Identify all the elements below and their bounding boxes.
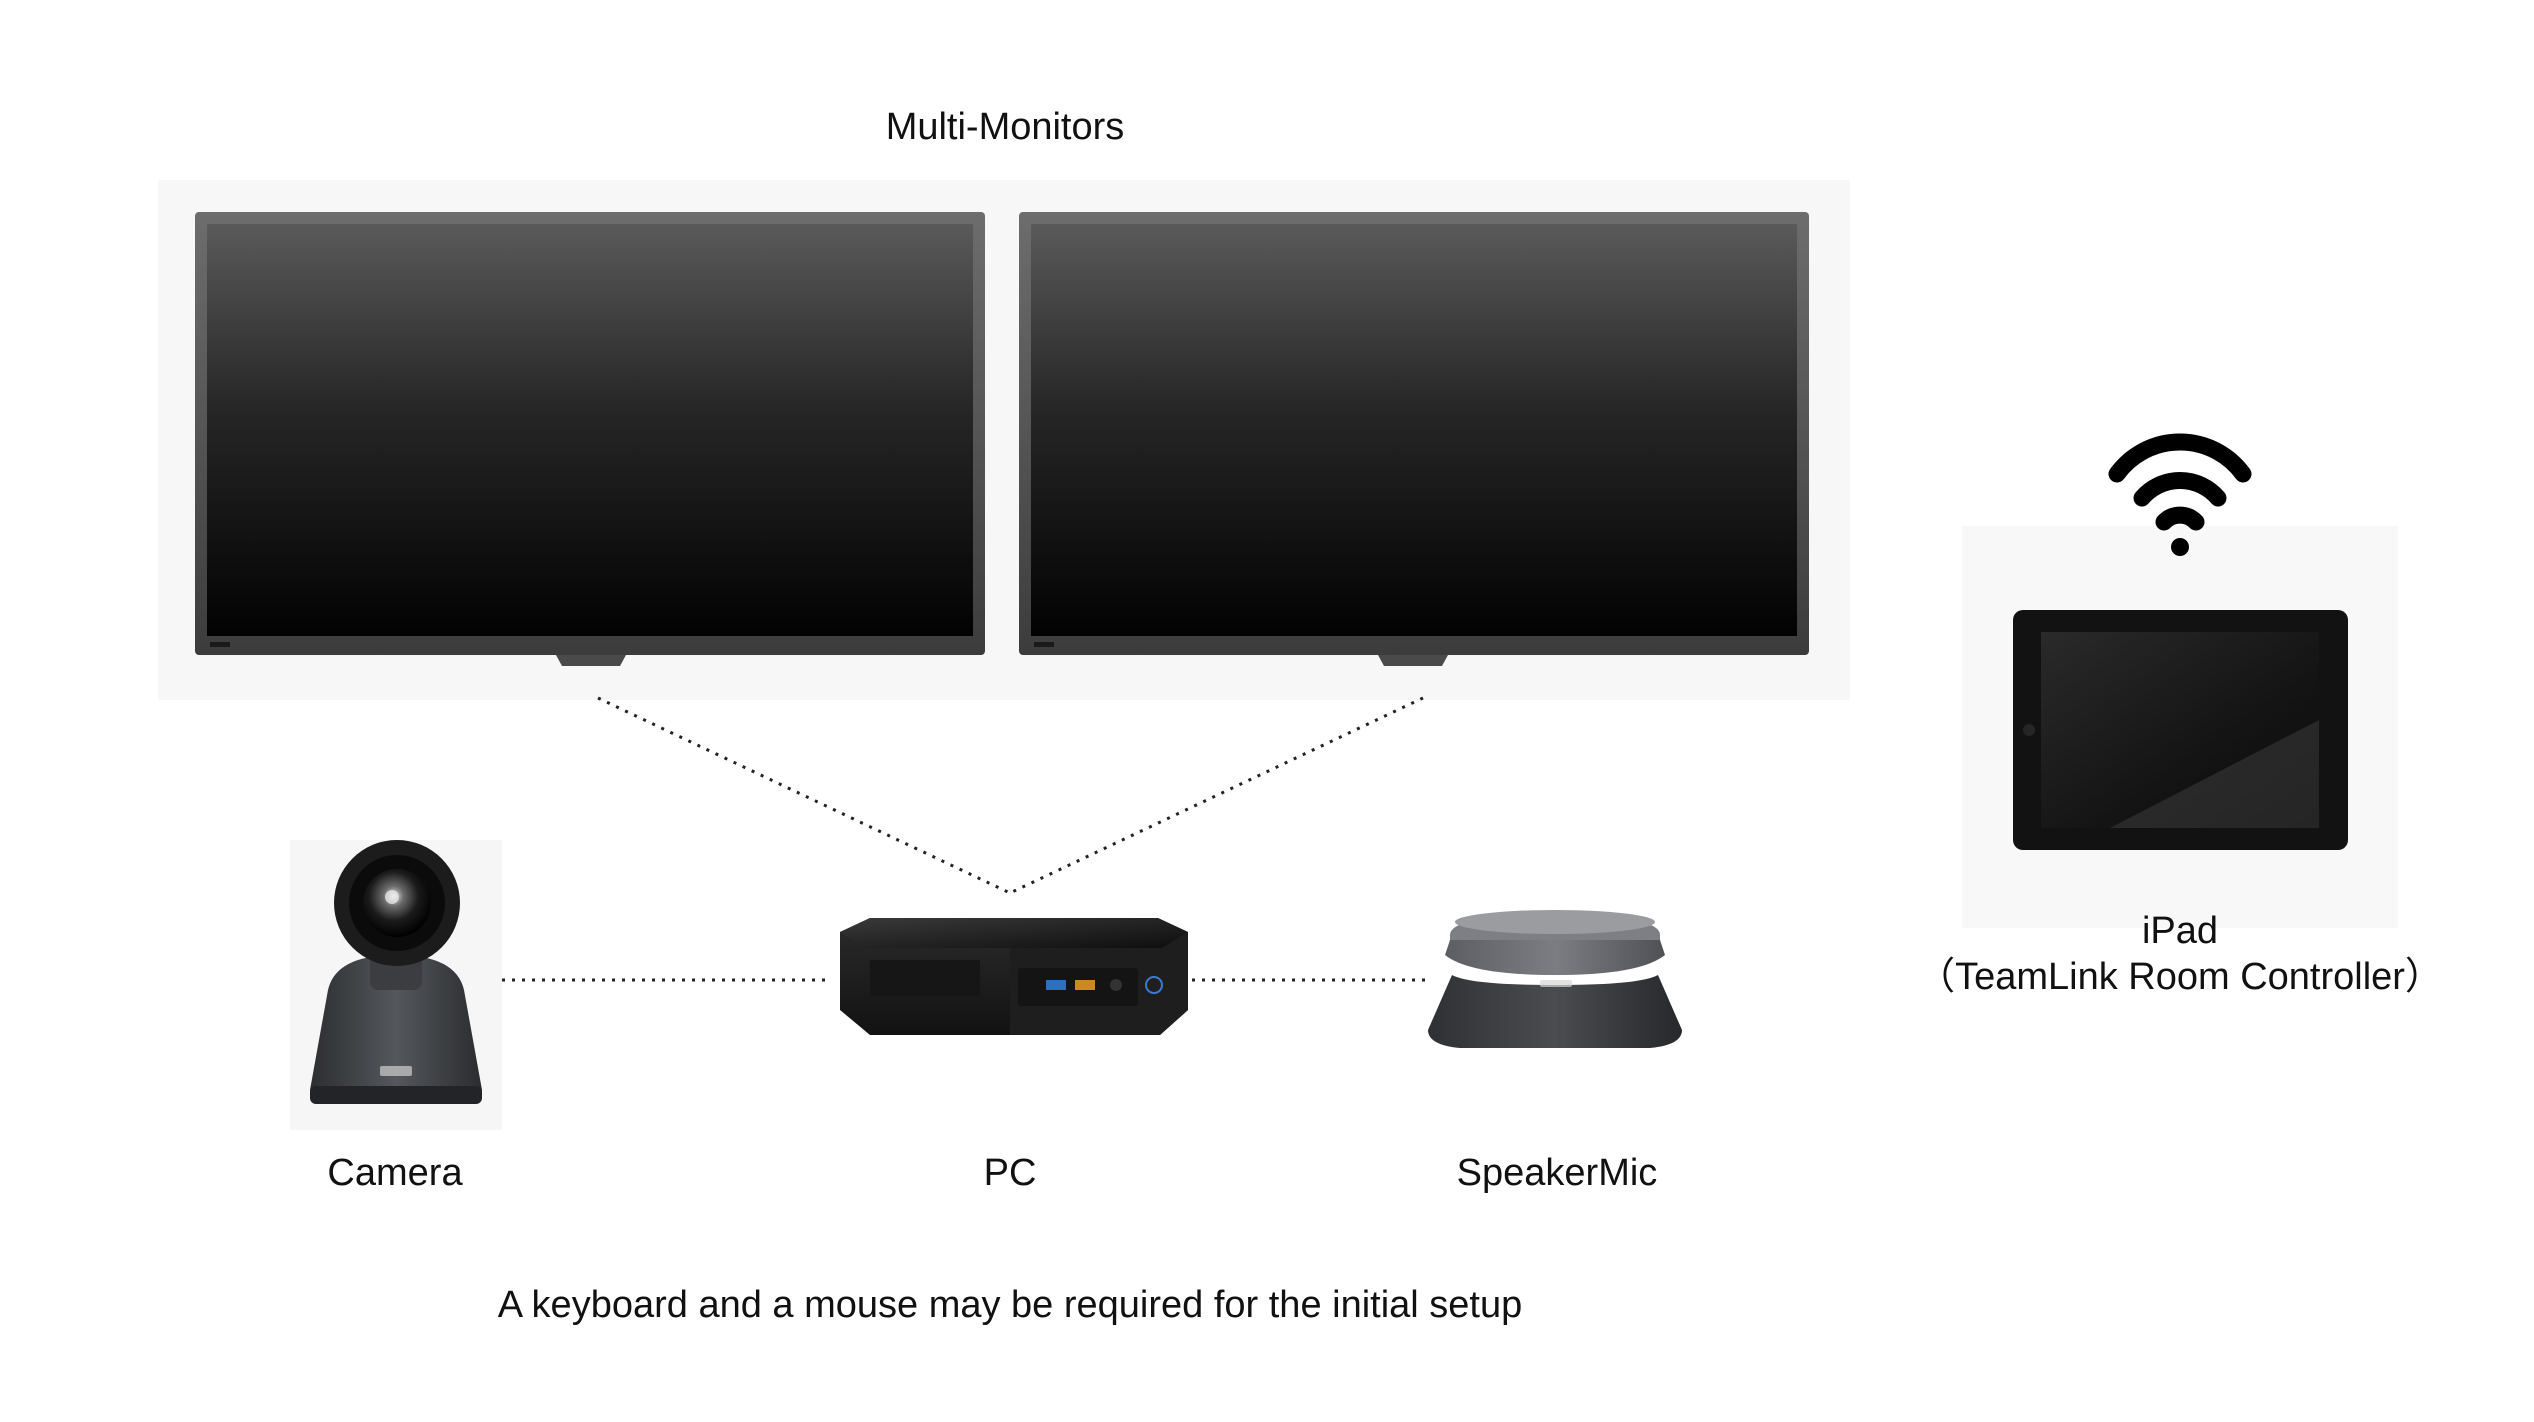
- speakermic-label: SpeakerMic: [1456, 1152, 1658, 1194]
- connection-monitor-right-pc: [1009, 696, 1424, 895]
- connection-monitor-left-pc: [597, 696, 1011, 895]
- pc-label: PC: [983, 1152, 1037, 1194]
- setup-footnote: A keyboard and a mouse may be required f…: [497, 1284, 1523, 1326]
- speakerphone-icon: [1428, 910, 1682, 1048]
- monitor-right: [1000, 180, 1850, 700]
- multi-monitors-label: Multi-Monitors: [885, 106, 1125, 148]
- wifi-icon: [2108, 433, 2252, 556]
- ipad-sublabel: （TeamLink Room Controller）: [1917, 956, 2443, 998]
- connections: [502, 696, 1428, 982]
- ipad-label: iPad: [2141, 910, 2219, 952]
- monitor-left: [158, 180, 1008, 700]
- ptz-camera-icon: [290, 840, 502, 1130]
- mini-pc-icon: [840, 918, 1188, 1035]
- tablet-icon: [1962, 526, 2398, 928]
- camera-label: Camera: [327, 1152, 463, 1194]
